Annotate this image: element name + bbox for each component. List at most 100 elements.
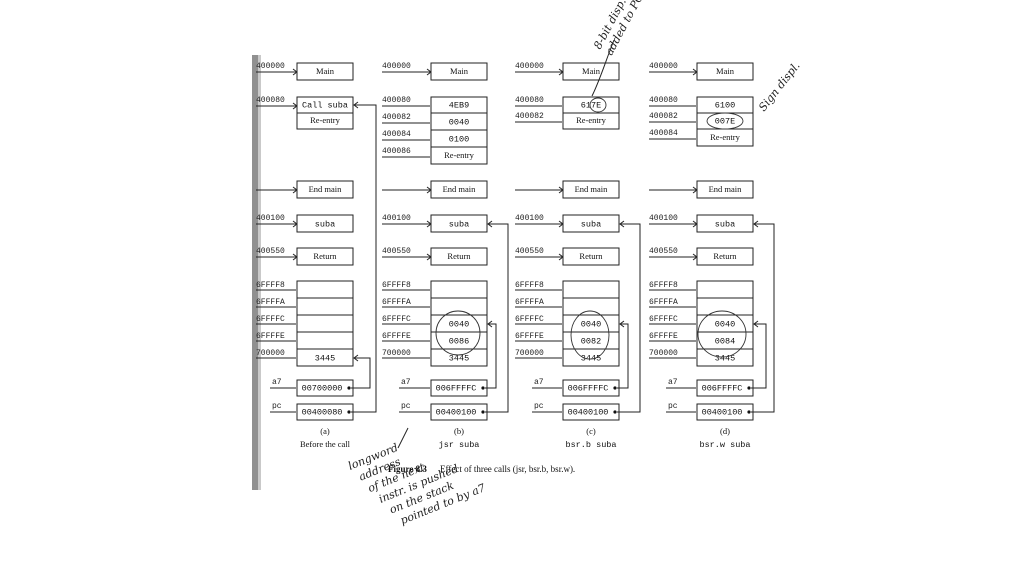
address-label: 400082	[515, 112, 544, 121]
memory-cell: suba	[449, 219, 469, 229]
panel-caption: jsr suba	[439, 440, 480, 450]
stack-address: 6FFFFC	[515, 315, 544, 324]
address-label: 400000	[649, 62, 678, 71]
page-binding-shadow	[252, 55, 261, 490]
memory-cell: Call suba	[302, 100, 348, 110]
panel-c-registers: a7 006FFFFC pc 00400100	[532, 220, 641, 421]
handwritten-note-d: Sign displ.	[756, 59, 803, 113]
figure-number: Figure 8.3	[388, 464, 427, 474]
stack-cell: 3445	[581, 353, 601, 363]
panel-b-stack: 6FFFF8 6FFFFA 6FFFFC 6FFFFE 700000 0040 …	[382, 280, 488, 367]
stack-address: 6FFFFC	[256, 315, 285, 324]
address-label: 400000	[382, 62, 411, 71]
register-a7-label: a7	[401, 378, 411, 387]
register-a7-value: 006FFFFC	[568, 383, 609, 393]
panel-caption: bsr.b suba	[565, 440, 616, 450]
memory-cell: Return	[713, 251, 737, 261]
figure-caption: Figure 8.3 Effect of three calls (jsr, b…	[388, 464, 575, 474]
register-pc-label: pc	[272, 402, 282, 411]
panel-label: (a)	[320, 426, 330, 436]
memory-cell: Re-entry	[576, 115, 606, 125]
stack-cell: 3445	[715, 353, 735, 363]
memory-cell: suba	[315, 219, 335, 229]
register-a7-label: a7	[272, 378, 282, 387]
address-label: 400000	[256, 62, 285, 71]
register-pc-value: 00400100	[568, 407, 609, 417]
address-label: 400100	[382, 214, 411, 223]
register-a7-label: a7	[534, 378, 544, 387]
panel-a-block-suba: 400100 suba	[256, 214, 354, 233]
panel-b: 400000 Main 400080 400082 400084 400086 …	[382, 62, 509, 450]
memory-cell: Return	[313, 251, 337, 261]
panel-c-stack: 6FFFF8 6FFFFA 6FFFFC 6FFFFE 700000 0040 …	[515, 280, 620, 367]
stack-address: 6FFFF8	[649, 281, 678, 290]
stack-address: 6FFFFA	[382, 298, 411, 307]
memory-cell: 007E	[715, 116, 735, 126]
memory-cell: End main	[443, 184, 477, 194]
panel-d: 400000 Main 400080 400082 400084 6100 00…	[649, 62, 775, 450]
handwritten-circle	[435, 310, 481, 356]
panel-a-block-main: 400000 Main	[256, 62, 354, 81]
svg-text:8-bit disp. added to PC: 8-bit disp. added to PC	[591, 0, 646, 58]
address-label: 400100	[649, 214, 678, 223]
handwritten-circle	[570, 310, 610, 360]
memory-cell: Main	[450, 66, 469, 76]
address-label: 400550	[382, 247, 411, 256]
register-a7-value: 006FFFFC	[436, 383, 477, 393]
stack-cell: 0086	[449, 336, 469, 346]
panel-a-block-return: 400550 Return	[256, 247, 354, 266]
address-label: 400080	[256, 96, 285, 105]
address-label: 400084	[382, 130, 411, 139]
memory-cell: 0040	[449, 117, 469, 127]
memory-cell: End main	[309, 184, 343, 194]
handwritten-text: Sign displ.	[756, 59, 803, 113]
memory-cell: 617E	[581, 100, 601, 110]
register-pc-label: pc	[534, 402, 544, 411]
stack-address: 6FFFFC	[649, 315, 678, 324]
memory-cell: 6100	[715, 100, 735, 110]
handwritten-circle	[706, 112, 744, 130]
stack-address: 6FFFFA	[515, 298, 544, 307]
stack-address: 6FFFF8	[515, 281, 544, 290]
panel-c: 400000 Main 400080 400082 617E Re-entry …	[515, 62, 641, 450]
panel-label: (d)	[720, 426, 730, 436]
stack-address: 700000	[515, 349, 544, 358]
stack-address: 6FFFFE	[382, 332, 411, 341]
memory-cell: Main	[316, 66, 335, 76]
stack-address: 6FFFF8	[382, 281, 411, 290]
memory-cell: Re-entry	[310, 115, 340, 125]
register-pc-label: pc	[668, 402, 678, 411]
memory-cell: 4EB9	[449, 100, 469, 110]
address-label: 400550	[515, 247, 544, 256]
figure-title: Effect of three calls (jsr, bsr.b, bsr.w…	[440, 464, 575, 474]
address-label: 400000	[515, 62, 544, 71]
panel-caption: bsr.w suba	[699, 440, 750, 450]
panel-label: (b)	[454, 426, 464, 436]
address-label: 400080	[649, 96, 678, 105]
panel-a: 400000 Main 400080 Call suba Re-entry En…	[256, 62, 377, 449]
stack-address: 6FFFFA	[649, 298, 678, 307]
address-label: 400550	[649, 247, 678, 256]
panel-caption: Before the call	[300, 439, 351, 449]
memory-cell: suba	[715, 219, 735, 229]
svg-text:longword address o: longword address of the next instr. is p…	[346, 416, 487, 537]
stack-cell: 0040	[449, 319, 469, 329]
panel-a-stack: 6FFFF8 6FFFFA 6FFFFC 6FFFFE 700000 3445	[256, 280, 354, 367]
memory-cell: Re-entry	[710, 132, 740, 142]
handwritten-circle	[697, 310, 747, 358]
memory-cell: End main	[575, 184, 609, 194]
register-pc-value: 00400100	[702, 407, 743, 417]
memory-cell: 0100	[449, 134, 469, 144]
stack-address: 6FFFF8	[256, 281, 285, 290]
stack-address: 700000	[256, 349, 285, 358]
address-label: 400100	[256, 214, 285, 223]
register-a7-value: 00700000	[302, 383, 343, 393]
stack-cell: 0040	[581, 319, 601, 329]
stack-cell: 3445	[449, 353, 469, 363]
address-label: 400086	[382, 147, 411, 156]
memory-cell: Return	[447, 251, 471, 261]
register-pc-value: 00400080	[302, 407, 343, 417]
address-label: 400080	[515, 96, 544, 105]
memory-cell: Main	[716, 66, 735, 76]
